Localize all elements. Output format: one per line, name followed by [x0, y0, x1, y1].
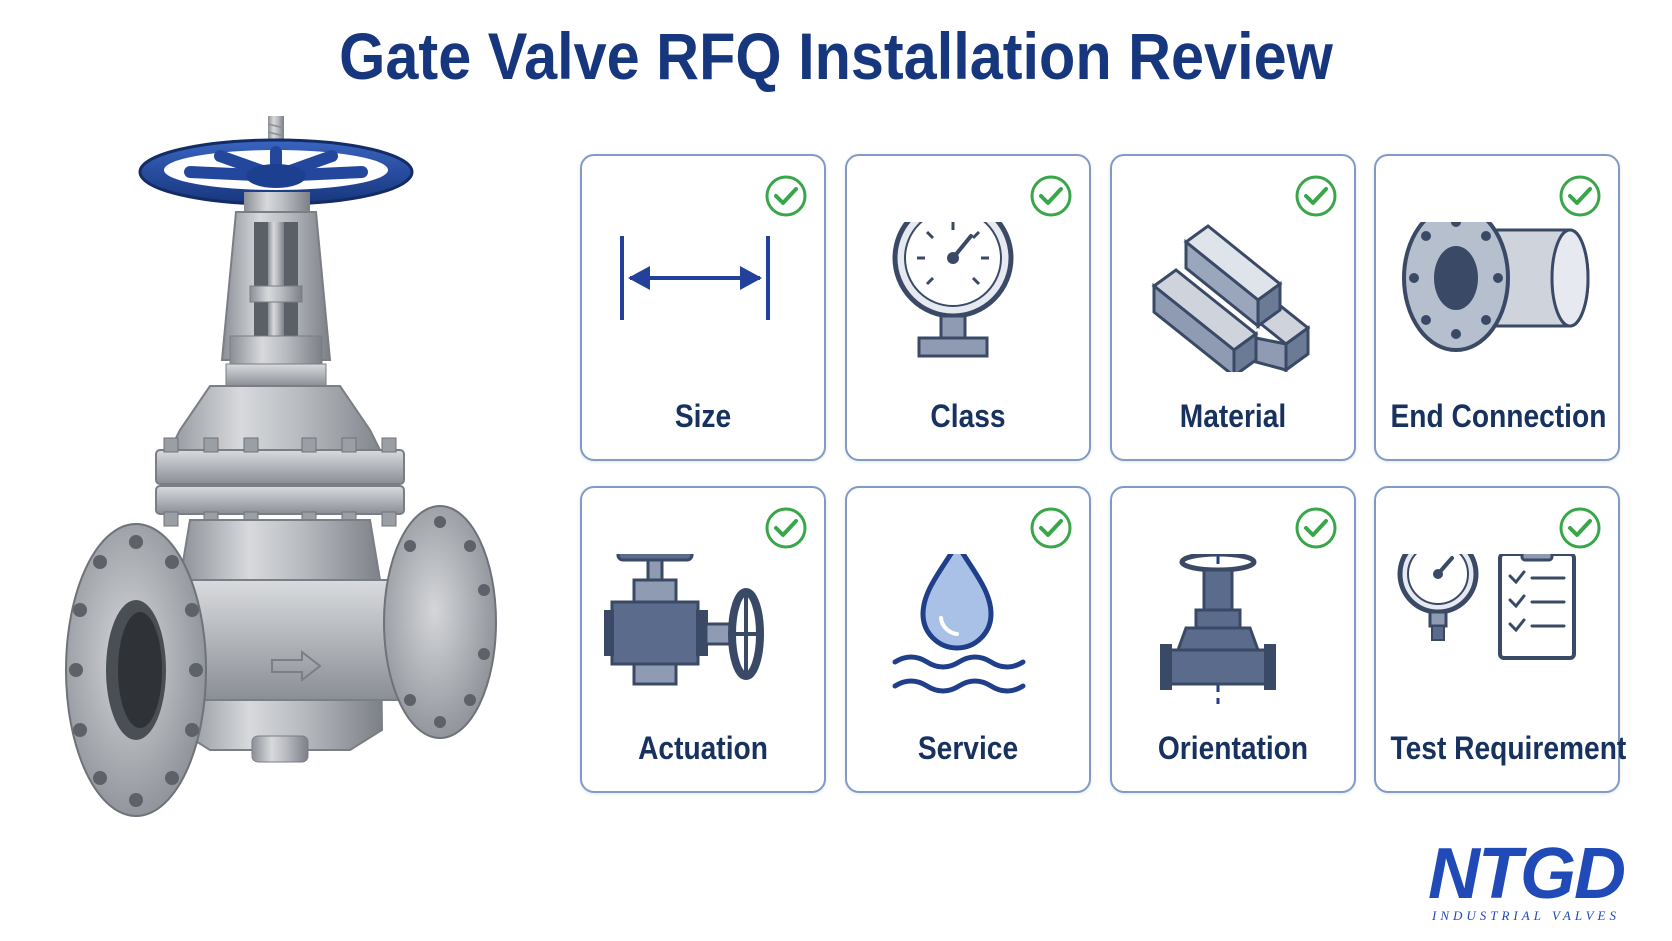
check-icon — [765, 507, 807, 549]
card-label: Orientation — [1157, 730, 1309, 766]
pressure-gauge-icon — [892, 222, 1014, 358]
card-class: Class — [845, 154, 1091, 461]
check-icon — [1030, 175, 1072, 217]
water-drop-icon — [892, 554, 1026, 694]
check-icon — [1030, 507, 1072, 549]
ntgd-logo: NTGD INDUSTRIAL VALVES — [1408, 838, 1644, 926]
card-size: Size — [580, 154, 826, 461]
logo-tagline: INDUSTRIAL VALVES — [1431, 908, 1620, 923]
card-service: Service — [845, 486, 1091, 793]
handwheel-actuator-icon — [604, 554, 764, 686]
card-label: Material — [1179, 398, 1287, 434]
card-actuation: Actuation — [580, 486, 826, 793]
check-icon — [1559, 175, 1601, 217]
check-icon — [1559, 507, 1601, 549]
requirements-grid: Size Class — [580, 154, 1627, 796]
gate-valve-icon — [65, 116, 497, 817]
card-test-requirement: Test Requirement — [1374, 486, 1627, 793]
check-icon — [765, 175, 807, 217]
card-orientation: Orientation — [1110, 486, 1356, 793]
logo-name: NTGD — [1428, 834, 1626, 914]
card-label: End Connection — [1390, 398, 1607, 434]
metal-bars-icon — [1151, 224, 1311, 372]
gate-valve-image — [40, 110, 560, 890]
check-icon — [1295, 175, 1337, 217]
size-arrow-icon — [620, 236, 770, 320]
card-label: Size — [674, 398, 732, 434]
page-title: Gate Valve RFQ Installation Review — [339, 19, 1333, 93]
card-label: Class — [930, 398, 1006, 434]
card-end-connection: End Connection — [1374, 154, 1620, 461]
flange-icon — [1402, 222, 1590, 352]
card-label: Service — [917, 730, 1019, 766]
gauge-checklist-icon — [1397, 554, 1576, 660]
card-material: Material — [1110, 154, 1356, 461]
check-icon — [1295, 507, 1337, 549]
card-label: Actuation — [638, 730, 768, 766]
valve-orientation-icon — [1160, 554, 1276, 704]
card-label: Test Requirement — [1390, 730, 1627, 766]
